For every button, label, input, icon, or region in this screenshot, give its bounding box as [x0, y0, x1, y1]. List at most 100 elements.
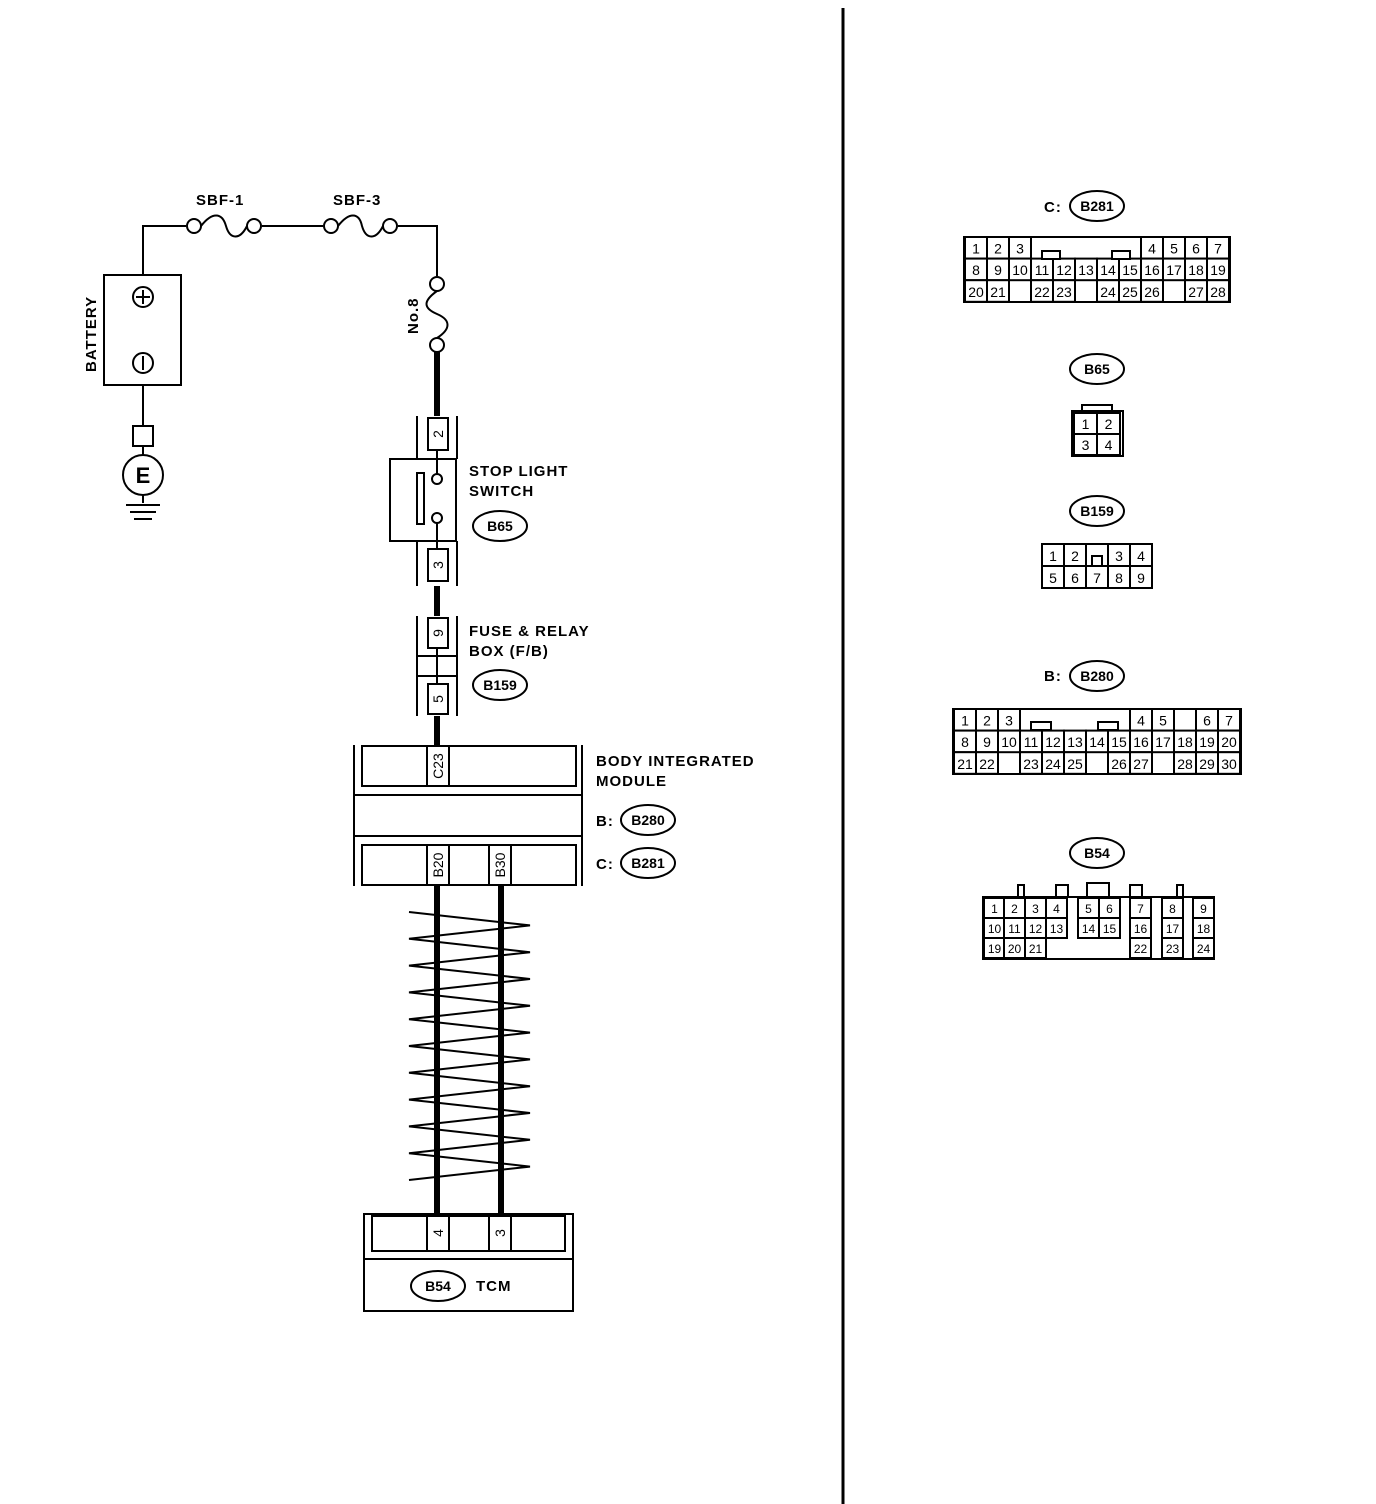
pin-number: 20: [1008, 942, 1022, 956]
ground-symbol: E: [122, 425, 164, 520]
fuse-sbf-1: SBF-1: [186, 192, 262, 238]
pin-number: 11: [1035, 262, 1050, 278]
pin-number: 11: [1008, 922, 1021, 936]
bim-label-1: BODY INTEGRATED: [596, 753, 755, 770]
pin-number: 3: [1005, 713, 1013, 729]
sbf-1-label: SBF-1: [196, 192, 244, 209]
pin-number: 17: [1155, 734, 1171, 750]
pin-number: 5: [1170, 241, 1178, 257]
pin-number: 8: [1169, 902, 1176, 916]
pin-number: 22: [1034, 284, 1050, 300]
pin-number: 9: [1137, 570, 1145, 586]
pin-number: 7: [1137, 902, 1144, 916]
connector-tag-b280: B280: [631, 812, 665, 828]
stop-light-switch-label-2: SWITCH: [469, 483, 534, 500]
fuse-relay-box-label-2: BOX (F/B): [469, 643, 549, 660]
pin-cell: [1161, 937, 1184, 959]
pin-number: 21: [990, 284, 1006, 300]
pin-number: 15: [1103, 922, 1117, 936]
pin-number: 19: [1199, 734, 1215, 750]
pin-number: 8: [1115, 570, 1123, 586]
pinout-b65-tag: B65: [1084, 361, 1110, 377]
pin-cell: [1192, 937, 1215, 959]
pin-number: 18: [1188, 262, 1204, 278]
stop-light-switch: 2 3 STOP LIGHT SWITCH B65: [389, 416, 568, 586]
pin-number: 4: [1053, 902, 1060, 916]
pinout-b280-prefix: B:: [1044, 668, 1062, 685]
pinout-b159-tag: B159: [1080, 503, 1114, 519]
twisted-pair-harness: [408, 886, 531, 1216]
pin-number: 16: [1134, 922, 1148, 936]
main-feed-wire: [142, 225, 438, 276]
connector-tag-b281: B281: [631, 855, 665, 871]
pin-number: 24: [1197, 942, 1211, 956]
pinout-b281-prefix: C:: [1044, 199, 1062, 216]
pin-number: 28: [1210, 284, 1226, 300]
pin-cell: [1052, 279, 1076, 303]
pin-number: 20: [1221, 734, 1237, 750]
pin-number: 3: [1115, 548, 1123, 564]
pin-number: 21: [1029, 942, 1043, 956]
pin-number: 23: [1166, 942, 1180, 956]
b159-pin-9: 9: [430, 629, 446, 637]
pin-cell: [1129, 751, 1153, 775]
pin-number: 18: [1197, 922, 1211, 936]
pin-number: 17: [1166, 262, 1182, 278]
pin-number: 2: [1011, 902, 1018, 916]
pin-number: 8: [972, 262, 980, 278]
pin-number: 4: [1105, 437, 1113, 453]
pin-number: 3: [1016, 241, 1024, 257]
pin-number: 15: [1122, 262, 1138, 278]
pin-number: 17: [1166, 922, 1180, 936]
pin-number: 26: [1111, 756, 1127, 772]
pin-number: 12: [1056, 262, 1072, 278]
pinout-b280-tag: B280: [1080, 668, 1114, 684]
pin-number: 19: [988, 942, 1002, 956]
pin-number: 28: [1177, 756, 1193, 772]
bim-pin-b20: B20: [430, 852, 446, 877]
pin-number: 6: [1192, 241, 1200, 257]
pin-number: 23: [1056, 284, 1072, 300]
pin-number: 16: [1144, 262, 1160, 278]
fuse-relay-box-label-1: FUSE & RELAY: [469, 623, 590, 640]
pin-number: 24: [1100, 284, 1116, 300]
pin-number: 4: [1137, 713, 1145, 729]
pin-number: 29: [1199, 756, 1215, 772]
pin-cell: [1024, 937, 1047, 959]
tcm-module: 4 3 B54 TCM: [363, 1213, 574, 1312]
pin-number: 27: [1133, 756, 1149, 772]
pin-number: 12: [1045, 734, 1061, 750]
pinout-b54-tag: B54: [1084, 845, 1110, 861]
fuse-no8: No.8: [405, 276, 449, 353]
b159-pin-5: 5: [430, 695, 446, 703]
pin-number: 18: [1177, 734, 1193, 750]
bim-pin-c23: C23: [430, 753, 446, 779]
pin-number: 9: [994, 262, 1002, 278]
battery: BATTERY: [83, 274, 182, 426]
pin-number: 8: [961, 734, 969, 750]
b65-pin-2: 2: [430, 430, 446, 438]
pin-number: 5: [1159, 713, 1167, 729]
stop-light-switch-label-1: STOP LIGHT: [469, 463, 568, 480]
fuse-relay-box: 9 5 FUSE & RELAY BOX (F/B) B159: [416, 616, 590, 716]
pin-number: 6: [1106, 902, 1113, 916]
pin-number: 20: [968, 284, 984, 300]
pin-number: 1: [1049, 548, 1057, 564]
connector-tag-b159: B159: [483, 677, 517, 693]
fuse-no8-label: No.8: [405, 297, 422, 334]
pin-cell: [986, 279, 1010, 303]
pin-number: 27: [1188, 284, 1204, 300]
pin-number: 14: [1089, 734, 1105, 750]
pin-number: 16: [1133, 734, 1149, 750]
pin-number: 3: [1032, 902, 1039, 916]
pin-number: 14: [1100, 262, 1116, 278]
pinout-b281-tag: B281: [1080, 198, 1114, 214]
pin-number: 15: [1111, 734, 1127, 750]
pin-number: 1: [991, 902, 998, 916]
pin-number: 2: [1071, 548, 1079, 564]
pin-number: 5: [1085, 902, 1092, 916]
pin-cell: [1217, 751, 1241, 775]
